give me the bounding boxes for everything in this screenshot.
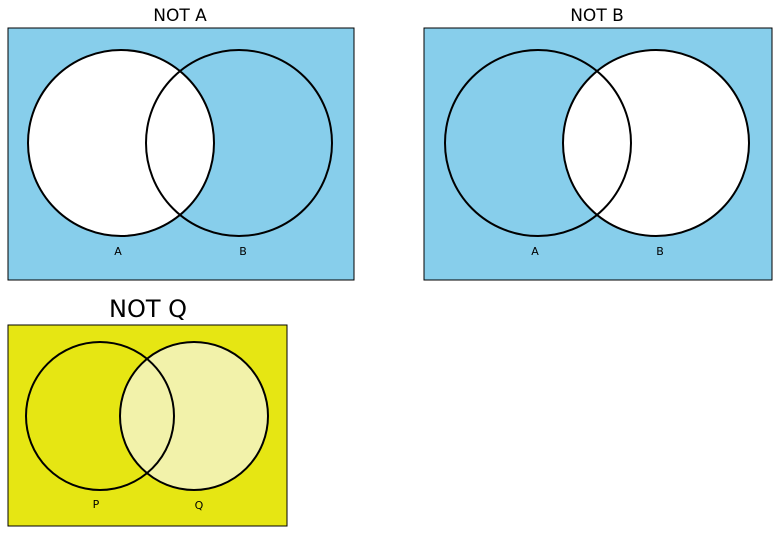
diagram-title: NOT Q <box>108 295 188 323</box>
set-b-label: B <box>239 245 247 258</box>
set-q-label: Q <box>195 499 204 512</box>
set-p-label: P <box>93 498 100 511</box>
set-a-label: A <box>114 245 122 258</box>
set-b-label: B <box>656 245 664 258</box>
set-p-outline <box>25 341 175 491</box>
set-a-outline <box>444 49 632 237</box>
diagram-title: NOT A <box>153 6 207 26</box>
set-a-outline <box>27 49 215 237</box>
set-q-outline <box>119 341 269 491</box>
diagram-title: NOT B <box>570 6 624 26</box>
set-a-label: A <box>531 245 539 258</box>
intersection-region <box>120 342 174 490</box>
intersection-region <box>146 50 214 236</box>
set-b-outline <box>562 49 750 237</box>
intersection-region <box>563 50 631 236</box>
set-b-outline <box>145 49 333 237</box>
